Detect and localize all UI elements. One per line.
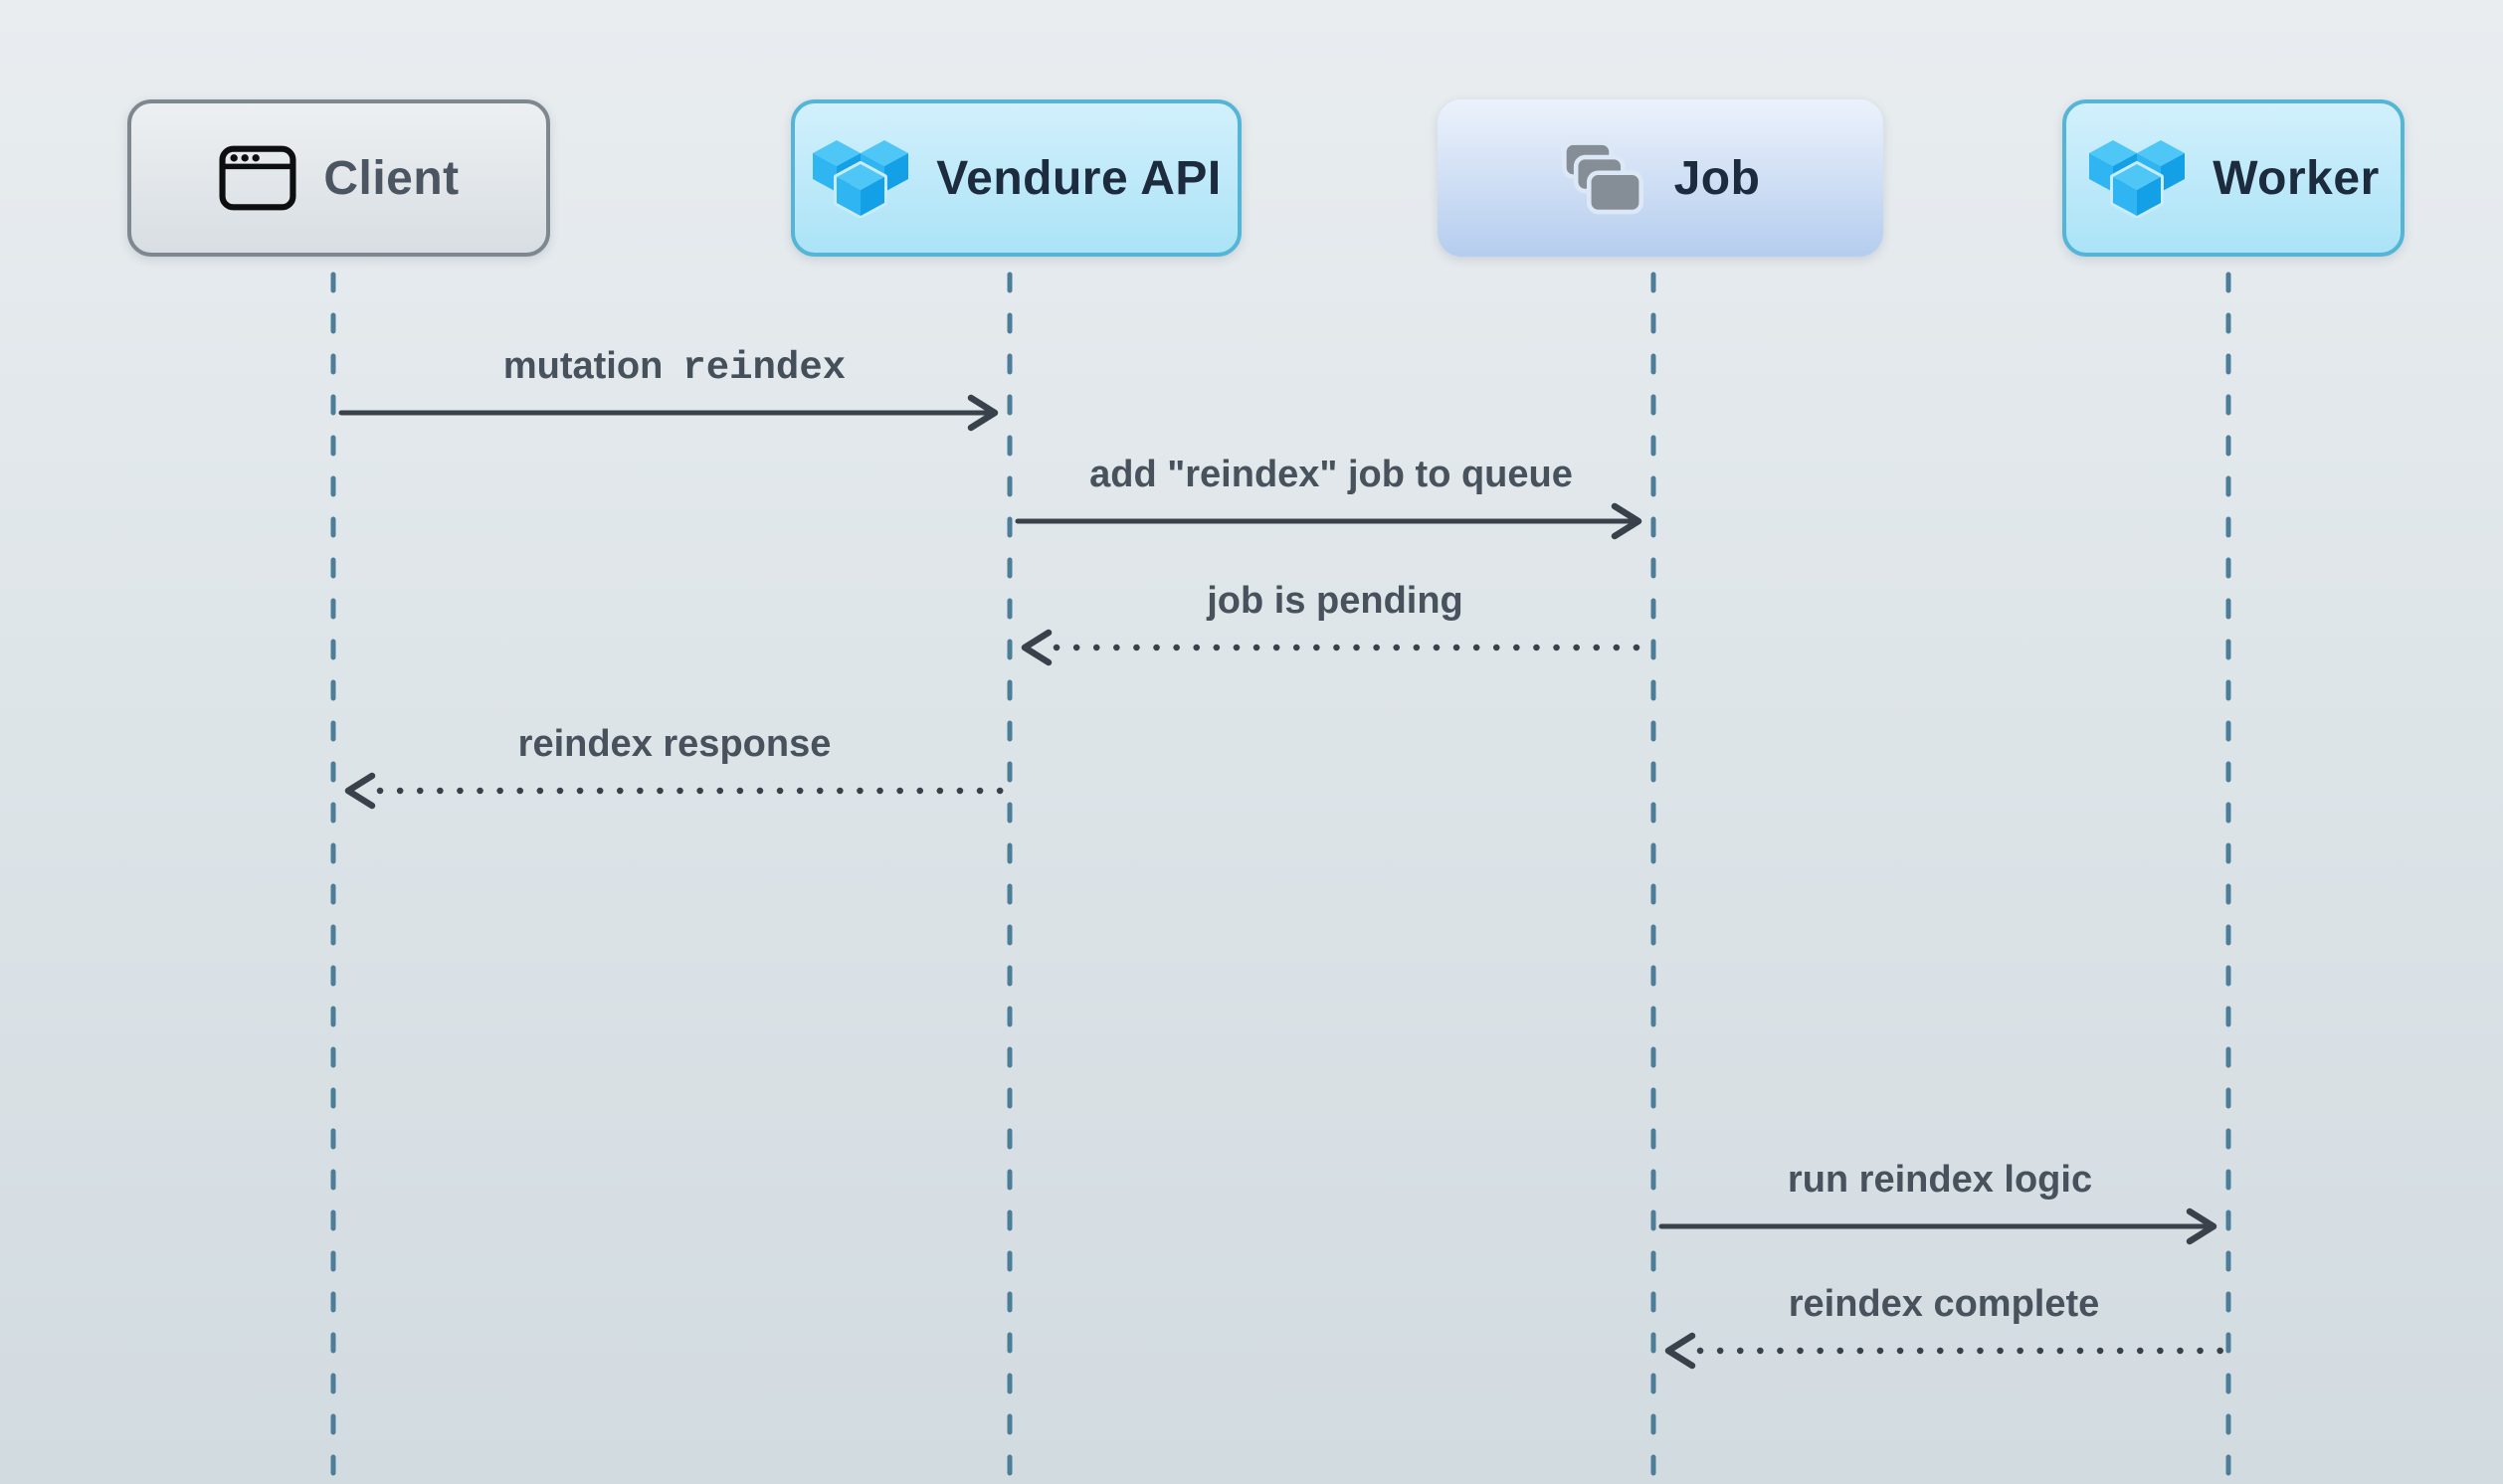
arrow-add-job-to-queue xyxy=(1015,502,1642,540)
actor-vendure-api: Vendure API xyxy=(791,99,1242,257)
actor-client-label: Client xyxy=(323,151,460,205)
arrow-reindex-response xyxy=(344,772,1007,810)
solid-arrows xyxy=(338,394,2217,1245)
message-label-reindex-complete: reindex complete xyxy=(1788,1283,2100,1325)
arrow-run-reindex-logic xyxy=(1658,1207,2217,1245)
actor-client: Client xyxy=(127,99,550,257)
actor-worker: Worker xyxy=(2062,99,2405,257)
message-label-job-is-pending: job is pending xyxy=(1207,580,1463,622)
vendure-cubes-icon xyxy=(813,140,909,218)
arrow-reindex-complete xyxy=(1664,1332,2224,1370)
message-label-reindex-response: reindex response xyxy=(517,723,832,765)
actor-job-label: Job xyxy=(1673,151,1761,205)
vendure-cubes-icon xyxy=(2089,140,2186,218)
arrow-mutation-reindex xyxy=(338,394,999,432)
dotted-arrows xyxy=(344,629,2224,1370)
actor-worker-label: Worker xyxy=(2213,151,2380,205)
browser-window-icon xyxy=(219,145,296,211)
actor-vendure-api-label: Vendure API xyxy=(936,151,1222,205)
message-label-run-reindex-logic: run reindex logic xyxy=(1787,1159,2093,1201)
message-code-text: reindex xyxy=(682,346,847,390)
actor-job: Job xyxy=(1438,99,1883,257)
message-text: mutation xyxy=(502,345,664,387)
message-label-mutation-reindex: mutation reindex xyxy=(503,344,846,390)
stacked-cards-icon xyxy=(1561,140,1643,215)
message-label-add-job-to-queue: add "reindex" job to queue xyxy=(1089,454,1573,495)
lifelines xyxy=(330,272,2231,1484)
arrow-job-is-pending xyxy=(1021,629,1649,666)
